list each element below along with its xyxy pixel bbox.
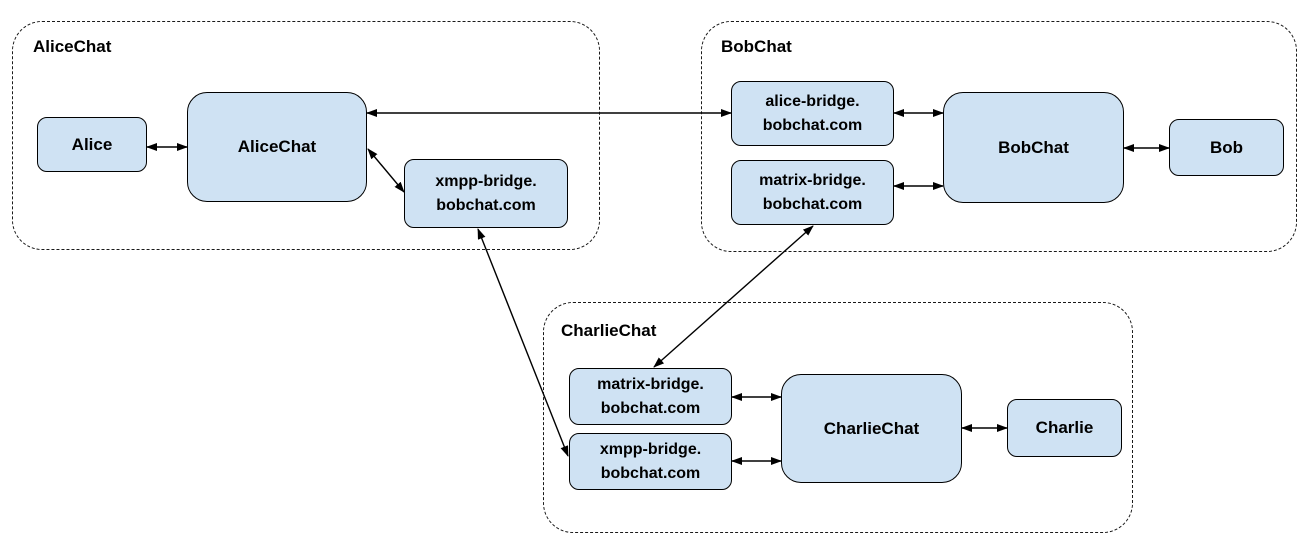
node-charliechat-server-label: CharlieChat <box>823 418 920 438</box>
group-bobchat-label: BobChat <box>721 37 792 56</box>
node-alice: Alice <box>37 117 147 172</box>
node-alicechat-server-label: AliceChat <box>237 137 317 156</box>
node-alice-bridge-bob: alice-bridge. bobchat.com <box>731 81 894 146</box>
node-bob-label: Bob <box>1209 137 1244 157</box>
node-xmpp-bridge-charlie-label: xmpp-bridge. bobchat.com <box>599 440 702 482</box>
node-xmpp-bridge-charlie: xmpp-bridge. bobchat.com <box>569 433 732 490</box>
node-xmpp-bridge-alice: xmpp-bridge. bobchat.com <box>404 159 568 228</box>
node-matrix-bridge-charlie: matrix-bridge. bobchat.com <box>569 368 732 425</box>
node-alice-bridge-bob-label: alice-bridge. bobchat.com <box>762 92 863 134</box>
group-alicechat-label: AliceChat <box>33 37 112 56</box>
node-bob: Bob <box>1169 119 1284 176</box>
node-bobchat-server-label: BobChat <box>998 137 1069 157</box>
node-alice-label: Alice <box>71 134 113 154</box>
node-charliechat-server: CharlieChat <box>781 374 962 483</box>
node-xmpp-bridge-alice-label: xmpp-bridge. bobchat.com <box>435 172 537 214</box>
group-charliechat-label: CharlieChat <box>561 321 657 340</box>
group-alicechat: AliceChat <box>12 21 600 250</box>
group-bobchat: BobChat <box>701 21 1297 252</box>
node-matrix-bridge-bob-label: matrix-bridge. bobchat.com <box>759 171 866 213</box>
node-matrix-bridge-bob: matrix-bridge. bobchat.com <box>731 160 894 225</box>
node-alicechat-server: AliceChat <box>187 92 367 202</box>
node-charlie-label: Charlie <box>1035 418 1094 437</box>
node-bobchat-server: BobChat <box>943 92 1124 203</box>
node-matrix-bridge-charlie-label: matrix-bridge. bobchat.com <box>597 375 704 417</box>
node-charlie: Charlie <box>1007 399 1122 457</box>
